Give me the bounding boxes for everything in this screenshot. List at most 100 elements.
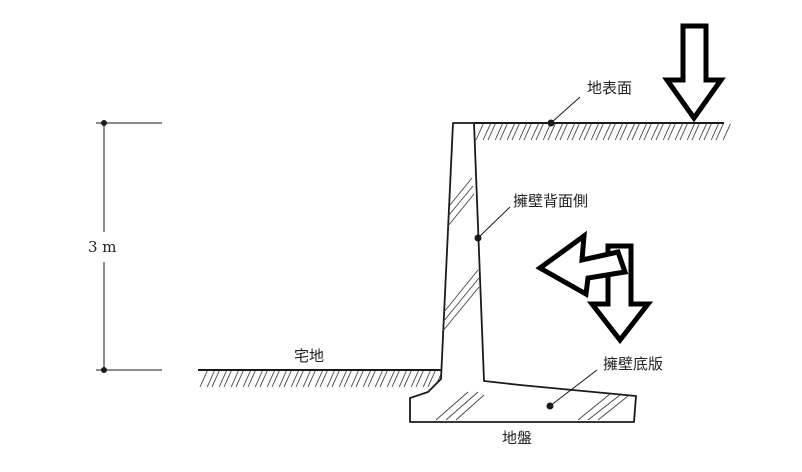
left-arrow-icon	[535, 230, 629, 299]
soil-hatch-stroke	[686, 123, 695, 141]
soil-hatch-stroke	[602, 123, 611, 141]
residential-land-label: 宅地	[294, 347, 324, 365]
soil-hatch-stroke	[314, 370, 323, 388]
soil-hatch-stroke	[710, 123, 719, 141]
soil-hatch-stroke	[290, 370, 299, 388]
foundation-ground-label: 地盤	[502, 429, 532, 447]
soil-hatch-stroke	[595, 123, 604, 141]
soil-hatch-stroke	[391, 370, 400, 388]
soil-hatch-stroke	[583, 123, 592, 141]
soil-hatch-stroke	[506, 123, 515, 141]
soil-hatch-stroke	[283, 370, 292, 388]
soil-hatch-stroke	[350, 370, 359, 388]
soil-hatch-stroke	[319, 370, 328, 388]
wall-back-dot	[474, 234, 482, 242]
soil-hatch-stroke	[302, 370, 311, 388]
soil-hatch-stroke	[523, 123, 532, 141]
soil-hatch-stroke	[355, 370, 364, 388]
soil-hatch-stroke	[254, 370, 263, 388]
soil-hatch-stroke	[542, 123, 551, 141]
soil-hatch-stroke	[278, 370, 287, 388]
soil-hatch-stroke	[494, 123, 503, 141]
ground-surface-leader	[550, 96, 581, 124]
wall-concrete-hatch	[435, 177, 629, 421]
soil-hatch-stroke	[475, 123, 484, 141]
soil-hatch-stroke	[650, 123, 659, 141]
soil-hatch-stroke	[554, 123, 563, 141]
soil-hatch-stroke	[362, 370, 371, 388]
dimension-top-dot	[101, 120, 107, 126]
soil-hatch-stroke	[566, 123, 575, 141]
wall-back-label: 擁壁背面側	[513, 192, 588, 210]
soil-hatch-stroke	[530, 123, 539, 141]
upper-ground-hatch	[475, 123, 731, 141]
soil-hatch-stroke	[674, 123, 683, 141]
soil-hatch-stroke	[559, 123, 568, 141]
leaders	[474, 96, 598, 410]
soil-hatch-stroke	[571, 123, 580, 141]
soil-hatch-stroke	[547, 123, 556, 141]
soil-hatch-stroke	[638, 123, 647, 141]
soil-hatch-stroke	[331, 370, 340, 388]
soil-hatch-stroke	[655, 123, 664, 141]
dimension-bottom-dot	[101, 367, 107, 373]
base-slab-down-arrow-icon	[586, 243, 654, 345]
soil-hatch-stroke	[242, 370, 251, 388]
upper-ground	[474, 122, 731, 141]
soil-hatch-stroke	[403, 370, 412, 388]
soil-hatch-stroke	[379, 370, 388, 388]
soil-hatch-stroke	[715, 123, 724, 141]
soil-hatch-stroke	[643, 123, 652, 141]
soil-hatch-stroke	[499, 123, 508, 141]
height-dimension	[96, 120, 162, 373]
soil-hatch-stroke	[590, 123, 599, 141]
soil-hatch-stroke	[271, 370, 280, 388]
soil-hatch-stroke	[374, 370, 383, 388]
ground-surface-label: 地表面	[587, 79, 632, 97]
soil-hatch-stroke	[410, 370, 419, 388]
soil-hatch-stroke	[206, 370, 215, 388]
soil-hatch-stroke	[487, 123, 496, 141]
wall-base-slab-label: 擁壁底版	[603, 355, 663, 373]
soil-hatch-stroke	[619, 123, 628, 141]
soil-hatch-stroke	[415, 370, 424, 388]
soil-hatch-stroke	[691, 123, 700, 141]
height-dimension-label: 3 m	[88, 238, 117, 256]
soil-hatch-stroke	[535, 123, 544, 141]
soil-hatch-stroke	[518, 123, 527, 141]
soil-hatch-stroke	[386, 370, 395, 388]
soil-hatch-stroke	[703, 123, 712, 141]
soil-hatch-stroke	[295, 370, 304, 388]
soil-hatch-stroke	[307, 370, 316, 388]
base-slab-dot	[546, 402, 554, 410]
wall-back-leader	[477, 206, 511, 239]
soil-hatch-stroke	[427, 370, 436, 388]
soil-hatch-stroke	[607, 123, 616, 141]
soil-hatch-stroke	[326, 370, 335, 388]
soil-hatch-stroke	[662, 123, 671, 141]
soil-hatch-stroke	[259, 370, 268, 388]
soil-hatch-stroke	[247, 370, 256, 388]
base-slab-leader	[549, 369, 598, 407]
soil-hatch-stroke	[631, 123, 640, 141]
soil-hatch-stroke	[338, 370, 347, 388]
soil-hatch-stroke	[223, 370, 232, 388]
ground-surface-dot	[547, 119, 555, 127]
soil-hatch-stroke	[230, 370, 239, 388]
soil-hatch-stroke	[398, 370, 407, 388]
lower-ground	[198, 369, 443, 388]
soil-hatch-stroke	[614, 123, 623, 141]
soil-hatch-stroke	[511, 123, 520, 141]
down-arrow-icon	[662, 23, 726, 123]
soil-hatch-stroke	[578, 123, 587, 141]
soil-hatch-stroke	[679, 123, 688, 141]
retaining-wall	[409, 122, 637, 423]
soil-hatch-stroke	[667, 123, 676, 141]
soil-hatch-stroke	[626, 123, 635, 141]
soil-hatch-stroke	[343, 370, 352, 388]
soil-hatch-stroke	[698, 123, 707, 141]
soil-hatch-stroke	[266, 370, 275, 388]
soil-hatch-stroke	[218, 370, 227, 388]
soil-hatch-stroke	[235, 370, 244, 388]
